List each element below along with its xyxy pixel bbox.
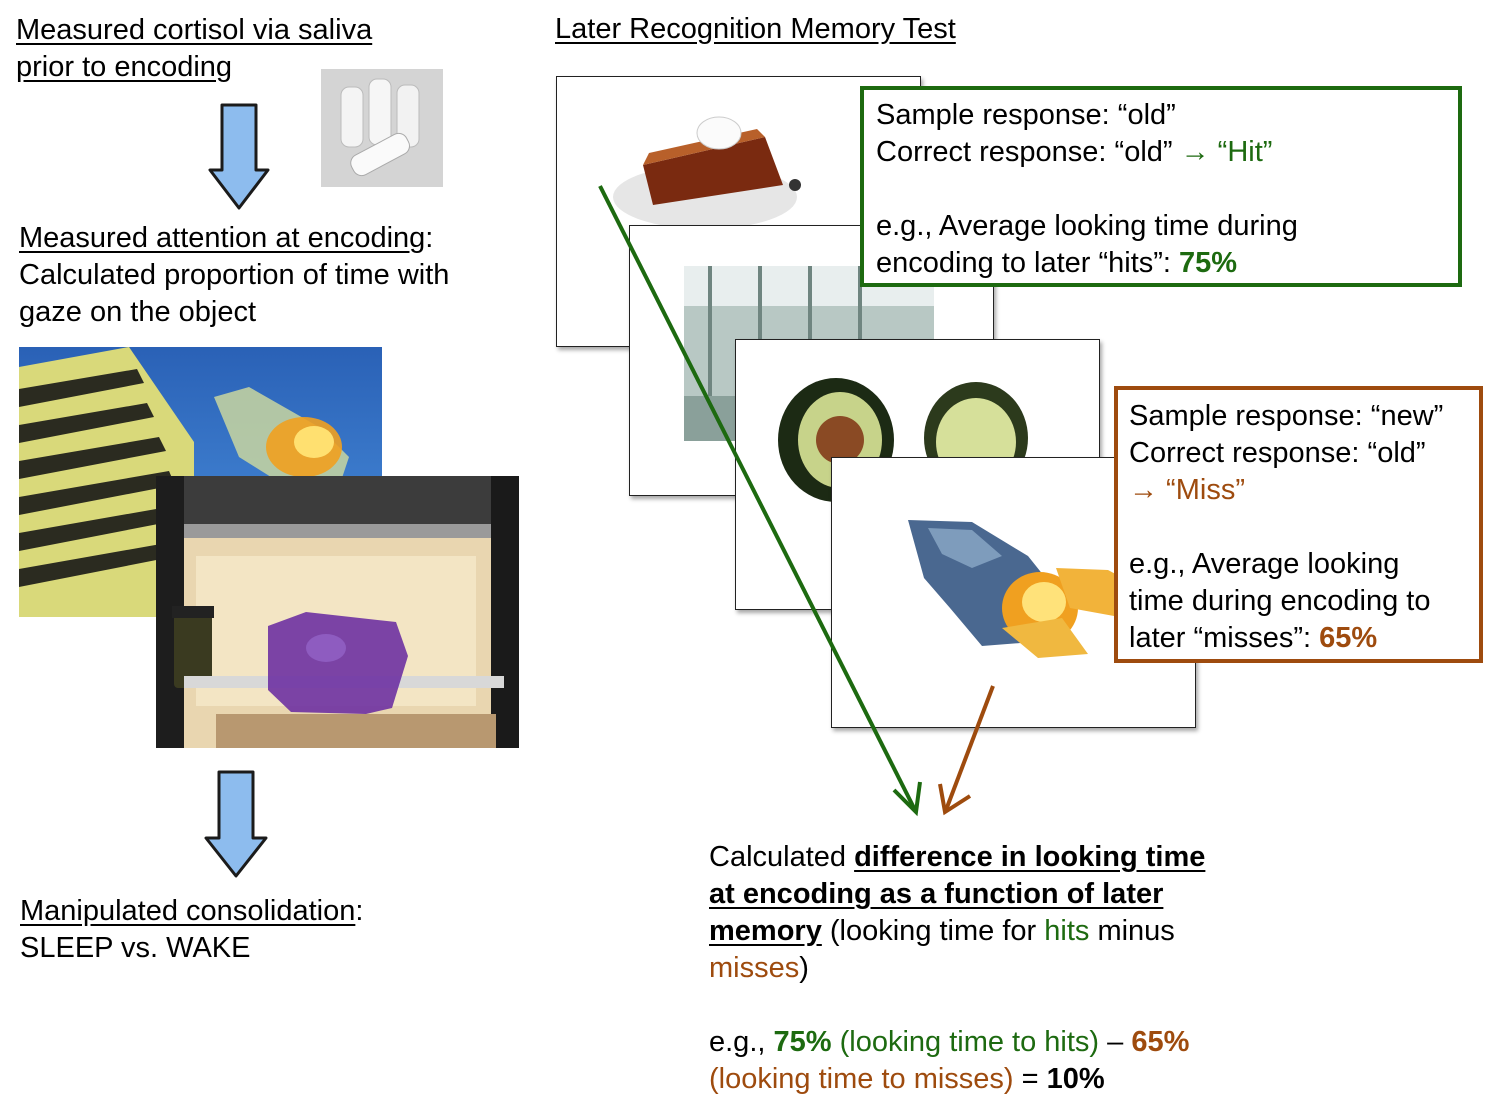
miss-correct-response: Correct response: “old” (1129, 437, 1426, 469)
hit-example-line1: e.g., Average looking time during (876, 210, 1298, 242)
miss-example-line2: time during encoding to (1129, 585, 1431, 617)
hit-correct-response: Correct response: “old” → “Hit” (876, 136, 1273, 168)
miss-value: 65% (1319, 622, 1378, 654)
miss-example-line3: later “misses”: 65% (1129, 622, 1378, 654)
hit-example-box: Sample response: “old” Correct response:… (860, 86, 1462, 287)
cortisol-heading-line1: Measured cortisol via saliva (16, 14, 373, 46)
calc-line1: Calculated difference in looking time (709, 841, 1206, 873)
consolidation-line2: SLEEP vs. WAKE (20, 932, 251, 964)
cortisol-heading-line2: prior to encoding (16, 51, 233, 83)
calc-line4: misses) (709, 952, 809, 984)
hit-value: 75% (1179, 247, 1238, 279)
calc-line3: memory (looking time for hits minus (709, 915, 1175, 947)
calc-example-line2: (looking time to misses) = 10% (709, 1063, 1105, 1095)
calc-line2: at encoding as a function of later (709, 878, 1164, 910)
recognition-test-title: Later Recognition Memory Test (555, 13, 956, 45)
attention-line3: gaze on the object (19, 296, 257, 328)
miss-example-line1: e.g., Average looking (1129, 548, 1400, 580)
attention-heading: Measured attention at encoding: (19, 222, 434, 254)
miss-sample-response: Sample response: “new” (1129, 400, 1444, 432)
calc-example-line1: e.g., 75% (looking time to hits) – 65% (709, 1026, 1190, 1058)
saliva-swab-photo (321, 69, 443, 187)
miss-result: → “Miss” (1129, 474, 1245, 506)
miss-example-box: Sample response: “new” Correct response:… (1114, 386, 1483, 663)
difference-result: 10% (1046, 1063, 1105, 1095)
hit-example-line2: encoding to later “hits”: 75% (876, 247, 1238, 279)
attention-line2: Calculated proportion of time with (19, 259, 450, 291)
hit-sample-response: Sample response: “old” (876, 99, 1176, 131)
hit-result: → “Hit” (1180, 136, 1273, 168)
consolidation-heading: Manipulated consolidation: (20, 895, 364, 927)
fridge-scene-photo (156, 476, 519, 748)
